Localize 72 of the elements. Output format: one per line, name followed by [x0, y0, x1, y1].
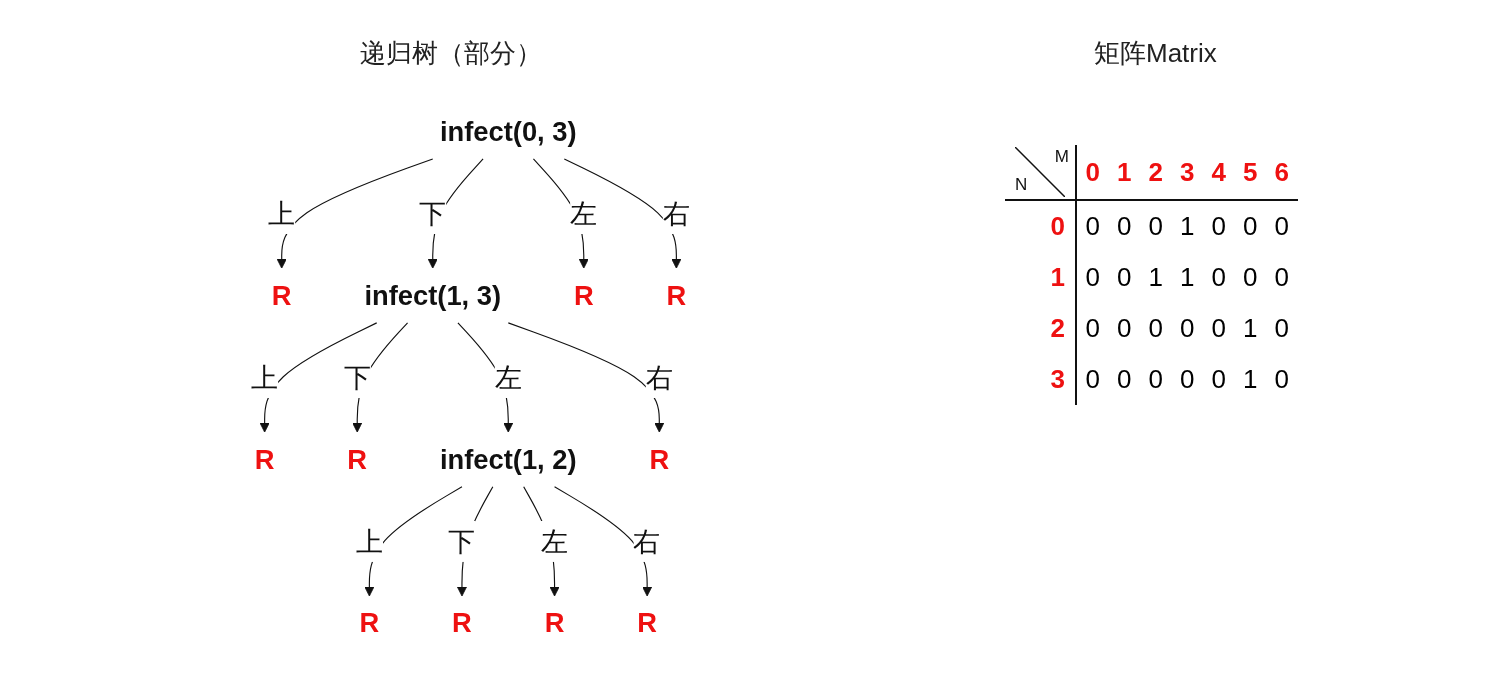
column-index: 3: [1180, 156, 1195, 187]
matrix-value: 0: [1117, 262, 1132, 292]
matrix-value: 1: [1148, 262, 1163, 292]
node-text: R: [636, 607, 657, 639]
matrix-value: 0: [1243, 262, 1258, 292]
panel-title: 矩阵Matrix: [1094, 37, 1217, 70]
matrix-value: 0: [1148, 364, 1163, 394]
matrix-value: 1: [1243, 364, 1258, 394]
arrow: [563, 158, 681, 269]
node-text: R: [346, 443, 367, 475]
column-index: 0: [1085, 156, 1100, 187]
matrix-value: 1: [1180, 262, 1195, 292]
arrow: [507, 322, 664, 433]
node-text: R: [648, 443, 669, 475]
row-index: 0: [1050, 211, 1065, 241]
matrix-value: 0: [1274, 211, 1289, 241]
matrix-value: 0: [1085, 313, 1100, 343]
row-index: 3: [1050, 364, 1065, 394]
matrix-value: 0: [1117, 364, 1132, 394]
edge-label: 左: [494, 361, 522, 393]
matrix-value: 1: [1180, 211, 1195, 241]
matrix-value: 1: [1243, 313, 1258, 343]
node-text: R: [573, 279, 594, 311]
column-axis-label: M: [1054, 147, 1069, 167]
node-text: R: [271, 279, 292, 311]
matrix-value: 0: [1148, 211, 1163, 241]
matrix-value: 0: [1085, 364, 1100, 394]
column-index: 6: [1274, 156, 1289, 187]
matrix-value: 0: [1211, 262, 1226, 292]
matrix-value: 0: [1274, 364, 1289, 394]
edge-label: 下: [418, 197, 446, 229]
row-index: 2: [1050, 313, 1065, 343]
column-index: 5: [1243, 156, 1258, 187]
matrix-value: 0: [1180, 313, 1195, 343]
matrix-value: 0: [1085, 262, 1100, 292]
node-text: infect(1, 3): [363, 279, 501, 311]
row-axis-label: N: [1015, 175, 1028, 195]
matrix-value: 0: [1117, 211, 1132, 241]
matrix-value: 0: [1180, 364, 1195, 394]
row-index: 1: [1050, 262, 1065, 292]
edge-label: 右: [645, 361, 673, 393]
matrix-value: 0: [1243, 211, 1258, 241]
edge-label: 右: [662, 197, 690, 229]
matrix-value: 0: [1148, 313, 1163, 343]
arrow: [259, 322, 377, 433]
node-text: infect(0, 3): [439, 115, 577, 147]
node-text: R: [665, 279, 686, 311]
node-text: R: [359, 607, 379, 639]
edge-label: 上: [250, 361, 278, 393]
panel-title: 递归树（部分）: [360, 37, 542, 70]
node-text: R: [254, 443, 275, 475]
matrix-value: 0: [1085, 211, 1100, 241]
edge-label: 上: [267, 197, 295, 229]
column-index: 4: [1211, 156, 1226, 187]
edge-label: 左: [569, 197, 597, 229]
matrix-value: 0: [1274, 262, 1289, 292]
column-index: 1: [1117, 156, 1132, 187]
node-text: R: [451, 607, 472, 639]
matrix-value: 0: [1274, 313, 1289, 343]
matrix-value: 0: [1117, 313, 1132, 343]
edge-label: 上: [355, 525, 383, 557]
column-index: 2: [1148, 156, 1163, 187]
arrow: [276, 158, 433, 269]
matrix-value: 0: [1211, 211, 1226, 241]
edge-label: 下: [447, 525, 476, 557]
edge-label: 右: [632, 525, 661, 557]
matrix-value: 0: [1211, 364, 1226, 394]
edge-label: 左: [540, 525, 568, 557]
edge-label: 下: [343, 361, 371, 393]
node-text: R: [544, 607, 564, 639]
matrix-value: 0: [1211, 313, 1226, 343]
node-text: infect(1, 2): [439, 443, 577, 475]
